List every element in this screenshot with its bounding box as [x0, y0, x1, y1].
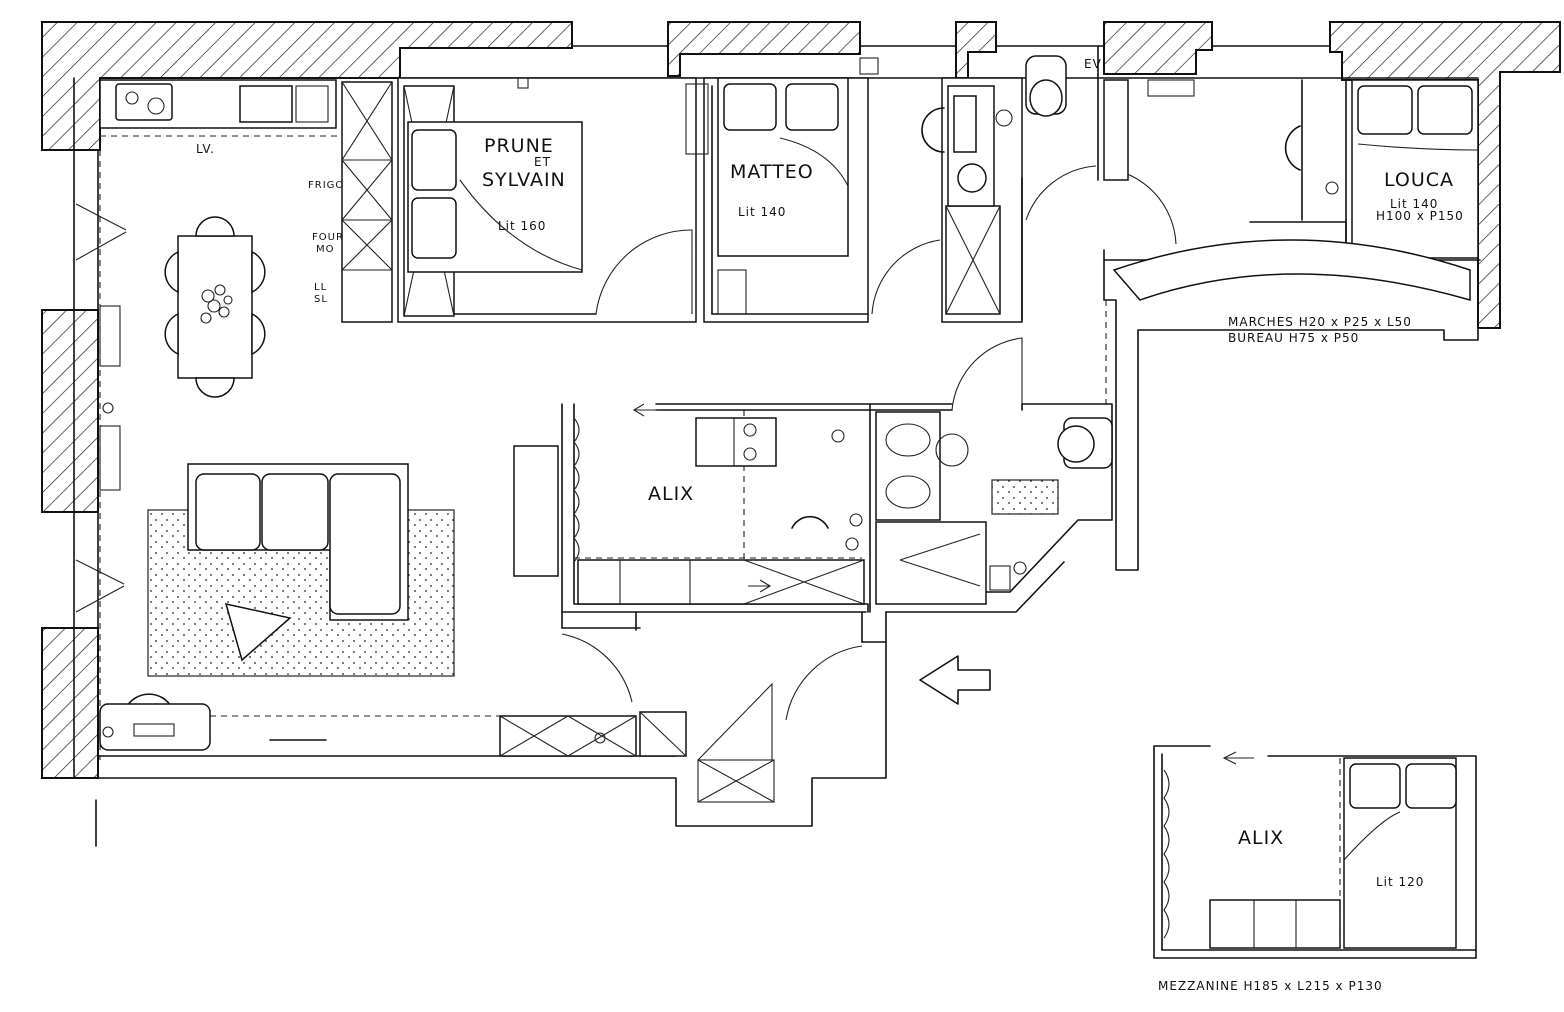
kitchen-counter: LV. FRIGO FOUR MO LL SL: [99, 79, 393, 323]
room-matteo: MATTEO Lit 140: [685, 57, 879, 315]
flower-bouquet-icon: [200, 284, 233, 324]
exterior-walls: [41, 21, 1561, 779]
wall-left-mid: [41, 309, 99, 513]
wall-top-pillar-1: [667, 21, 861, 77]
arrows: [632, 403, 1254, 765]
kitchen-ll-label: LL: [314, 282, 327, 293]
room-label-louca: LOUCA: [1384, 169, 1454, 191]
room-label-sylvain: SYLVAIN: [482, 169, 566, 191]
mezzanine-bed-label: Lit 120: [1376, 875, 1424, 889]
doors: [75, 165, 1177, 803]
room-label-prune: PRUNE: [484, 135, 554, 157]
bed-label-louca: Lit 140: [1390, 197, 1438, 211]
desk-note: BUREAU H75 x P50: [1228, 331, 1359, 345]
ev-label: EV: [1084, 57, 1102, 71]
bathroom-central: [875, 411, 1113, 605]
kitchen-frigo-label: FRIGO: [308, 180, 344, 191]
steps-note: MARCHES H20 x P25 x L50: [1228, 315, 1412, 329]
kitchen-four-label: FOUR: [312, 232, 344, 243]
dining-table: [164, 216, 266, 398]
entrance-arrow-icon: [919, 655, 991, 705]
coffee-table: [224, 602, 292, 662]
mezzanine-note: MEZZANINE H185 x L215 x P130: [1158, 979, 1383, 993]
kitchen-sl-label: SL: [314, 294, 328, 305]
bathroom-top: EV: [921, 55, 1129, 315]
room-label-alix: ALIX: [648, 483, 694, 505]
mezzanine-plan: ALIX Lit 120 MEZZANINE H185 x L215 x P13…: [1153, 745, 1477, 993]
kitchen-mo-label: MO: [316, 244, 335, 255]
mezzanine-room-label-alix: ALIX: [1238, 827, 1284, 849]
wall-top-pillar-3: [1103, 21, 1213, 75]
wall-top-pillar-2: [955, 21, 997, 79]
bed-label-prune: Lit 160: [498, 219, 546, 233]
living-room: [99, 305, 637, 757]
desk-label-louca: H100 x P150: [1376, 209, 1464, 223]
bed-label-matteo: Lit 140: [738, 205, 786, 219]
wall-left-bottom: [41, 627, 99, 779]
room-label-prune-et: ET: [534, 155, 551, 169]
room-prune-sylvain: PRUNE ET SYLVAIN Lit 160: [403, 77, 583, 317]
kitchen-lv-label: LV.: [196, 142, 215, 156]
room-label-matteo: MATTEO: [730, 161, 814, 183]
room-louca: LOUCA Lit 140 H100 x P150 MARCHES H20 x …: [1112, 79, 1479, 345]
room-alix: ALIX: [513, 417, 865, 605]
